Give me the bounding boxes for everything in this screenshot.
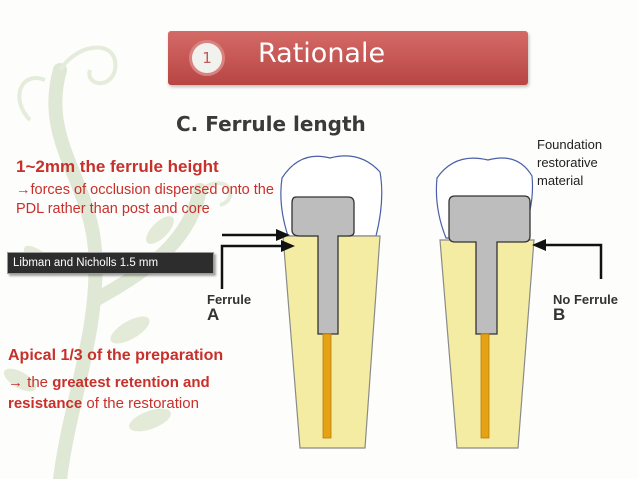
ferrule-height-heading: 1~2mm the ferrule height <box>16 157 219 176</box>
apical-third-heading: Apical 1/3 of the preparation <box>8 347 224 364</box>
tooth-a-letter: A <box>207 305 220 324</box>
arrow-no-ferrule-b <box>544 243 603 279</box>
tooth-a-post <box>322 333 332 439</box>
arrowhead-no-ferrule-b <box>532 239 546 251</box>
apical-note-bold-2: resistance <box>8 395 83 412</box>
tooth-b-core <box>448 195 531 335</box>
citation-box: Libman and Nicholls 1.5 mm <box>7 252 214 274</box>
tooth-a-illustration <box>280 155 383 449</box>
title-bar <box>168 31 528 85</box>
slide-title: Rationale <box>258 38 386 69</box>
slide-number-badge: 1 <box>189 40 225 76</box>
foundation-material-label: Foundation restorative material <box>537 137 603 188</box>
tooth-b-caption: No Ferrule <box>553 292 619 307</box>
tooth-b-label: No Ferrule B <box>553 292 619 324</box>
tooth-b-post <box>480 333 490 439</box>
section-subtitle: C. Ferrule length <box>176 112 366 136</box>
apical-note-rest: of the restoration <box>82 395 199 412</box>
background-vine-decoration <box>3 45 233 479</box>
apical-third-note: → the greatest retention and resistance … <box>8 372 308 414</box>
tooth-a-caption: Ferrule <box>207 292 252 307</box>
apical-note-bold-1: greatest retention and <box>52 374 210 391</box>
tooth-a-label: Ferrule A <box>207 292 252 324</box>
apical-note-prefix: → the <box>8 374 53 391</box>
arrowhead-ferrule-a <box>281 240 295 252</box>
tooth-b-letter: B <box>553 305 566 324</box>
ferrule-height-note: →forces of occlusion dispersed onto the … <box>16 182 274 217</box>
arrow-ferrule-a <box>220 244 284 289</box>
tooth-a-core <box>291 196 355 335</box>
arrowhead-ferrule-height <box>276 229 290 241</box>
tooth-b-illustration <box>435 157 535 449</box>
